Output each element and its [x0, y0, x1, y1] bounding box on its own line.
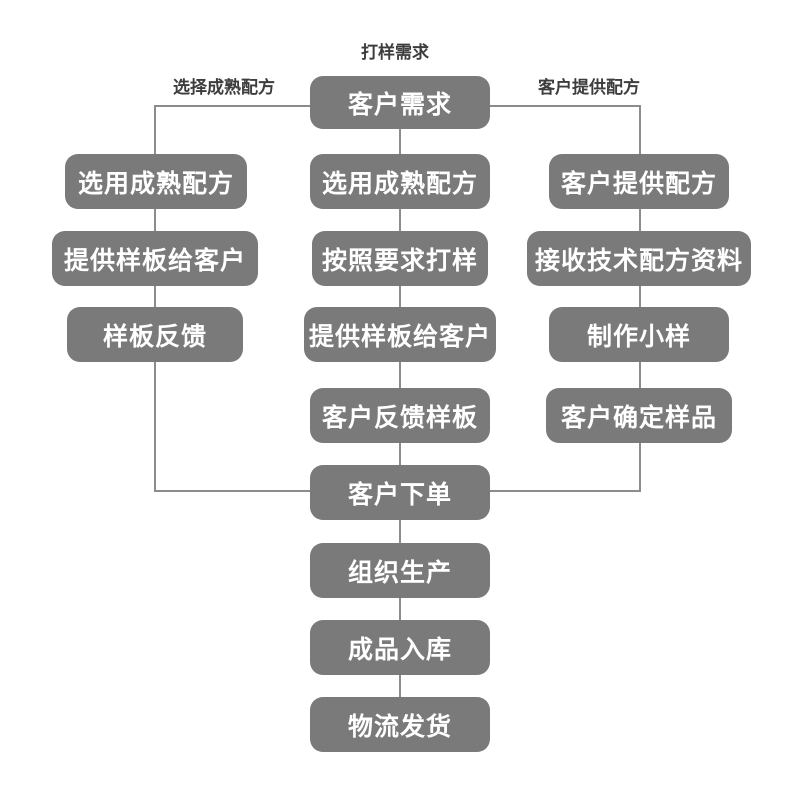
node-sample-per-requirement: 按照要求打样: [312, 231, 488, 286]
node-provide-sample-to-customer-mid: 提供样板给客户: [304, 307, 496, 362]
connector-right-branch-horizontal: [488, 105, 641, 107]
connector-right-to-order-vertical: [639, 443, 641, 492]
node-make-small-sample: 制作小样: [549, 307, 729, 362]
connector-left-branch-vertical: [154, 105, 156, 154]
node-customer-provide-formula: 客户提供配方: [549, 154, 729, 209]
node-sample-feedback: 样板反馈: [67, 307, 243, 362]
customer-provide-formula-branch-label: 客户提供配方: [538, 78, 640, 97]
node-select-mature-formula-mid: 选用成熟配方: [310, 154, 490, 209]
connector-right-3: [639, 362, 641, 388]
connector-top-to-middle: [399, 129, 401, 154]
node-customer-requirement: 客户需求: [310, 76, 490, 129]
select-mature-formula-branch-label: 选择成熟配方: [173, 78, 275, 97]
connector-warehouse-to-shipping: [399, 675, 401, 697]
connector-right-2: [639, 286, 641, 307]
sampling-requirement-label: 打样需求: [361, 43, 429, 62]
connector-order-to-production: [399, 520, 401, 543]
node-select-mature-formula-left: 选用成熟配方: [65, 154, 247, 209]
connector-left-2: [154, 286, 156, 307]
connector-middle-2: [399, 286, 401, 307]
connector-left-to-order-horizontal: [154, 490, 312, 492]
node-finished-goods-warehousing: 成品入库: [310, 620, 490, 675]
node-customer-confirm-sample: 客户确定样品: [546, 388, 732, 443]
node-organize-production: 组织生产: [310, 543, 490, 598]
node-customer-feedback-sample: 客户反馈样板: [310, 388, 490, 443]
connector-right-to-order-horizontal: [488, 490, 641, 492]
connector-left-branch-horizontal: [154, 105, 312, 107]
connector-production-to-warehouse: [399, 598, 401, 620]
connector-right-1: [639, 209, 641, 231]
node-provide-sample-to-customer-left: 提供样板给客户: [52, 231, 258, 286]
node-receive-technical-formula-data: 接收技术配方资料: [527, 231, 751, 286]
connector-middle-1: [399, 209, 401, 231]
connector-left-to-order-vertical: [154, 362, 156, 492]
node-logistics-shipping: 物流发货: [310, 697, 490, 752]
connector-middle-3: [399, 362, 401, 388]
connector-middle-to-order: [399, 443, 401, 465]
node-customer-place-order: 客户下单: [310, 465, 490, 520]
connector-left-1: [154, 209, 156, 231]
connector-right-branch-vertical: [639, 105, 641, 154]
